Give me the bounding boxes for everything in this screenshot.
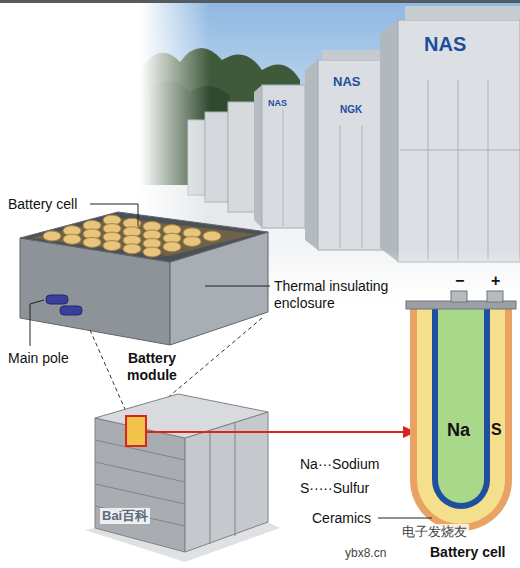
logo-text: NAS bbox=[424, 32, 466, 56]
zoom-line bbox=[90, 330, 128, 416]
panel-line bbox=[458, 80, 459, 260]
container bbox=[398, 20, 520, 262]
panel-line bbox=[400, 150, 520, 151]
container-side bbox=[305, 60, 318, 250]
main-pole bbox=[60, 306, 82, 315]
container bbox=[318, 60, 385, 250]
sodium-region bbox=[438, 309, 484, 503]
leader-line bbox=[378, 518, 432, 519]
container-side bbox=[380, 20, 398, 262]
tier-line bbox=[95, 484, 185, 504]
element-symbol: Na bbox=[447, 420, 470, 442]
module-top bbox=[20, 212, 268, 262]
container bbox=[228, 102, 255, 212]
cell-top bbox=[63, 234, 81, 244]
panel-line bbox=[283, 110, 284, 226]
part-label: Battery cell bbox=[8, 196, 77, 213]
electrolyte-tube bbox=[432, 309, 490, 509]
cell-top bbox=[103, 241, 121, 251]
part-label: Main pole bbox=[8, 350, 69, 367]
container-side bbox=[254, 85, 262, 228]
tier-line bbox=[95, 462, 185, 482]
watermark: Bai百科 bbox=[100, 508, 150, 524]
key-note: Na···Sodium bbox=[300, 456, 379, 473]
leader-line bbox=[90, 204, 138, 226]
terminal bbox=[451, 291, 467, 302]
terminal bbox=[487, 291, 503, 302]
part-label: Battery cell bbox=[430, 544, 505, 561]
leader-line bbox=[205, 286, 270, 287]
highlight-box bbox=[126, 416, 146, 446]
containers bbox=[188, 6, 520, 262]
panel-line bbox=[340, 125, 341, 248]
part-label: Battery module bbox=[120, 350, 184, 384]
ceramic-case bbox=[410, 305, 512, 531]
top-border bbox=[0, 0, 520, 3]
logo-text: NGK bbox=[340, 104, 362, 116]
module-front-face bbox=[20, 238, 170, 345]
cooling-unit bbox=[322, 50, 380, 60]
leader-line bbox=[30, 300, 44, 346]
part-label: Thermal insulating enclosure bbox=[274, 278, 424, 312]
cell-top bbox=[203, 231, 221, 241]
tier-line bbox=[210, 430, 211, 544]
watermark: 电子发烧友 bbox=[400, 524, 469, 540]
battery-cells bbox=[43, 215, 221, 257]
terminal-sign: − bbox=[455, 271, 464, 290]
building-tiers bbox=[95, 422, 235, 544]
cooling-unit bbox=[405, 6, 520, 20]
cell-top bbox=[83, 237, 101, 247]
tier-line bbox=[235, 422, 236, 536]
key-note: S·····Sulfur bbox=[300, 480, 369, 497]
terminal-sign: + bbox=[491, 271, 500, 290]
tier-line bbox=[95, 506, 185, 526]
logo-text: NAS bbox=[333, 74, 360, 90]
module-cavity bbox=[30, 218, 256, 256]
logo-text: NAS bbox=[268, 98, 287, 109]
cell-top bbox=[143, 247, 161, 257]
cell-top bbox=[43, 231, 61, 241]
container bbox=[262, 85, 305, 228]
cell-top bbox=[123, 244, 141, 254]
watermark: ybx8.cn bbox=[345, 546, 386, 560]
cell-top bbox=[163, 242, 181, 252]
main-pole bbox=[46, 295, 68, 304]
sulfur-region bbox=[417, 309, 505, 524]
panel-line bbox=[428, 80, 429, 260]
pointer-arrow bbox=[146, 431, 404, 433]
element-symbol: S bbox=[491, 420, 502, 439]
panel-line bbox=[488, 80, 489, 260]
part-label: Ceramics bbox=[312, 510, 371, 527]
cell-top bbox=[183, 236, 201, 246]
panel-line bbox=[362, 125, 363, 248]
